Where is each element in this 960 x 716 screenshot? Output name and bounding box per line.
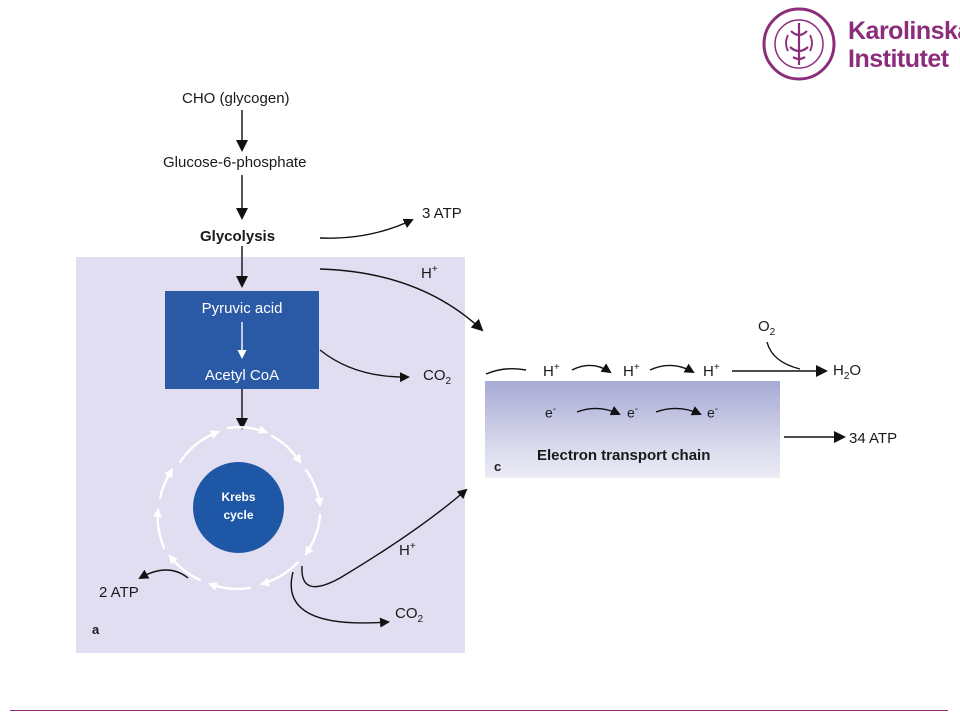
pyruvic-acid-label: Pyruvic acid: [201, 300, 283, 317]
etc-h-plus-3: H+: [703, 362, 720, 380]
glycolysis-label: Glycolysis: [200, 228, 276, 245]
cycle-label: cycle: [223, 508, 254, 522]
etc-electron-2: e-: [627, 404, 639, 421]
h2o-label: H2O: [833, 362, 862, 382]
glucose-6-phosphate-label: Glucose-6-phosphate: [163, 154, 307, 171]
cho-glycogen-label: CHO (glycogen): [182, 90, 290, 107]
footer-divider: [10, 710, 948, 711]
etc-electron-1: e-: [545, 404, 557, 421]
etc-h-plus-1: H+: [543, 362, 560, 380]
logo-name-2: Institutet: [848, 45, 949, 73]
co2-upper-label: CO2: [423, 367, 452, 387]
co2-lower-label: CO2: [395, 605, 424, 625]
etc-title: Electron transport chain: [537, 447, 711, 464]
h-plus-lower-label: H+: [399, 541, 416, 559]
atp-2-label: 2 ATP: [99, 584, 139, 601]
panel-a-letter: a: [92, 622, 100, 637]
krebs-cycle-circle: [193, 462, 284, 553]
krebs-label: Krebs: [221, 490, 256, 504]
atp-34-label: 34 ATP: [849, 430, 898, 447]
etc-electron-3: e-: [707, 404, 719, 421]
karolinska-logo: Karolinska Institutet: [760, 5, 960, 83]
panel-c-letter: c: [494, 459, 502, 474]
logo-name: Karolinska: [848, 17, 960, 45]
etc-h-plus-2: H+: [623, 362, 640, 380]
h-plus-top-label: H+: [421, 264, 438, 282]
etc-panel: [485, 381, 780, 478]
o2-label: O2: [758, 318, 776, 338]
seal-icon: [762, 7, 836, 81]
acetyl-coa-label: Acetyl CoA: [204, 367, 280, 384]
atp-3-label: 3 ATP: [422, 205, 462, 222]
